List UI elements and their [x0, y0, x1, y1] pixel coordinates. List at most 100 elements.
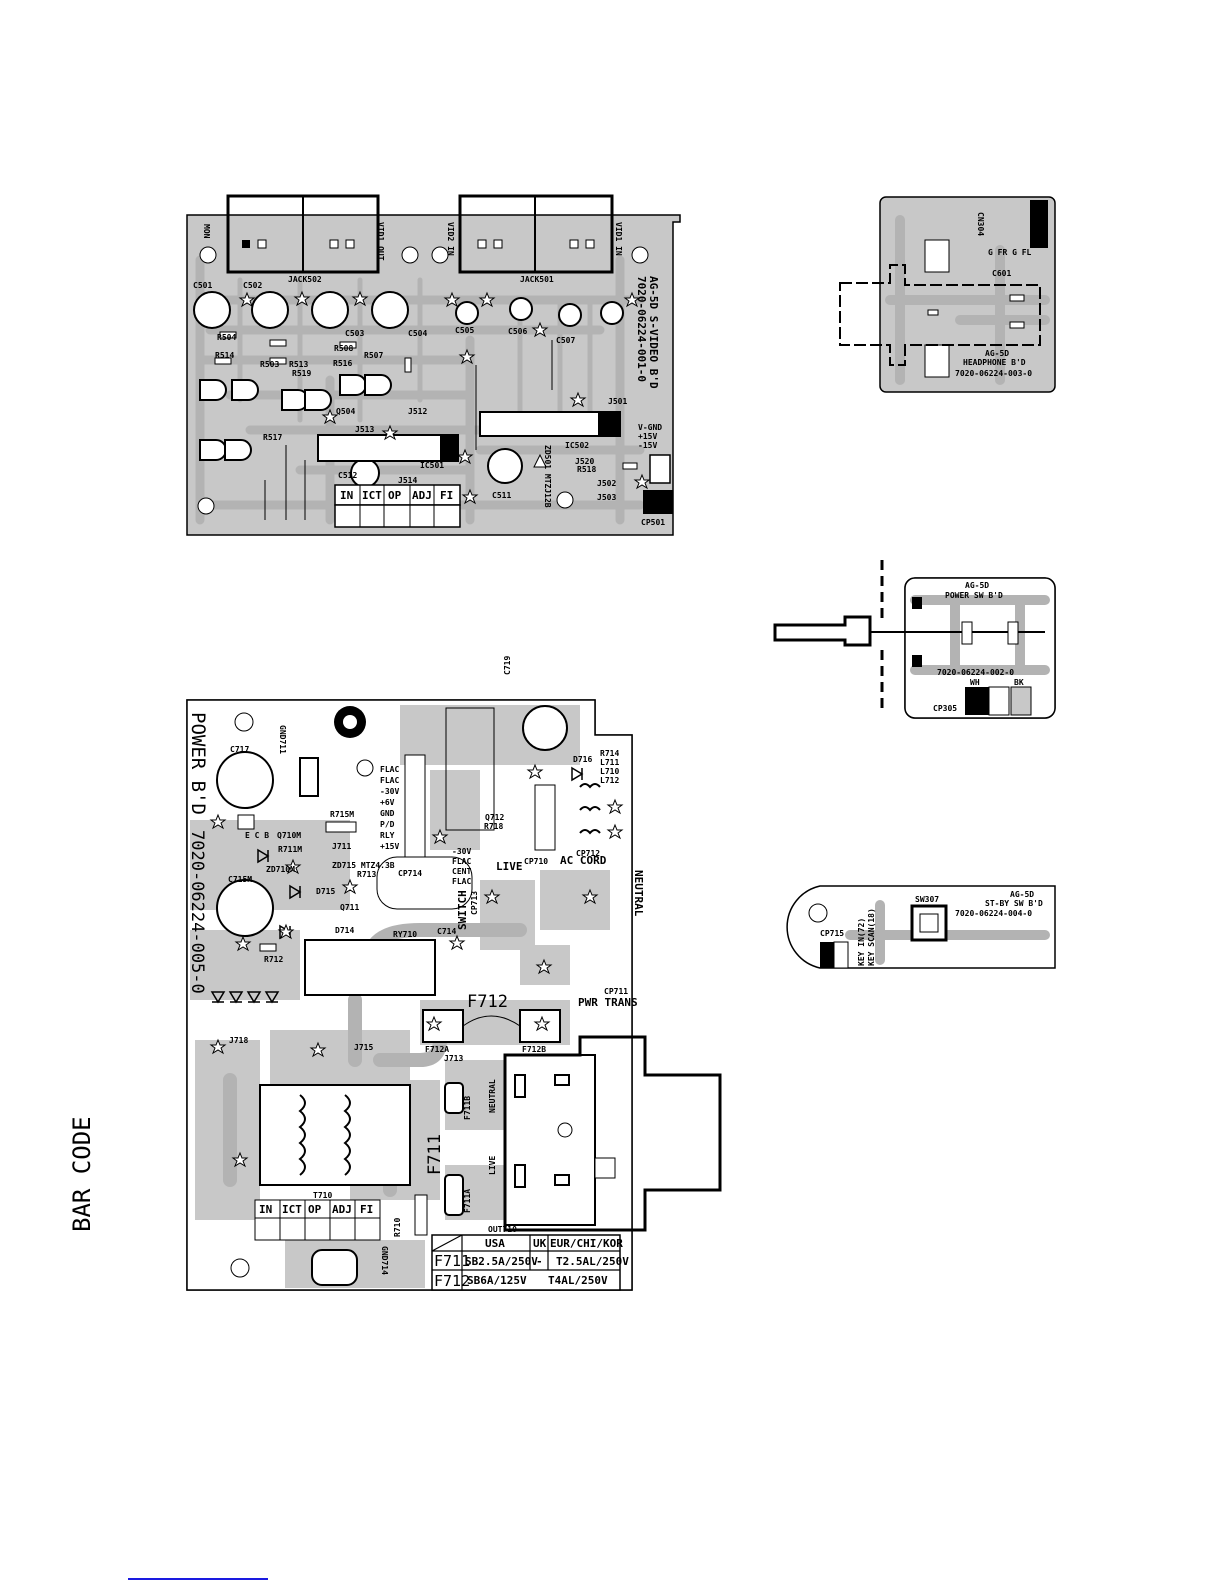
svideo-board-part: 7020-06224-001-0: [635, 276, 648, 382]
ref-label: C505: [455, 326, 474, 335]
signal-label: RLY: [380, 831, 395, 840]
ref-label: R514: [215, 351, 234, 360]
fuse-table-row1-name: F711: [434, 1252, 470, 1270]
test-box-label: IN: [259, 1203, 272, 1216]
signal-label: +15V: [380, 842, 399, 851]
ref-label: Q710M: [277, 831, 301, 840]
ref-label: R517: [263, 433, 282, 442]
svideo-vid2-in-label: VID2 IN: [446, 222, 455, 256]
svideo-cp501-label: CP501: [641, 518, 665, 527]
ref-label: R713: [357, 870, 376, 879]
headphone-board-title: AG-5D: [985, 349, 1009, 358]
ref-label: R712: [264, 955, 283, 964]
ref-label: D715: [316, 887, 335, 896]
standby-subtitle: ST-BY SW B'D: [985, 899, 1043, 908]
power-f711-big: F711: [425, 1134, 445, 1175]
ref-label: R516: [333, 359, 352, 368]
power-board-part: 7020-06224-005-0: [187, 830, 207, 994]
power-r710: R710: [393, 1218, 402, 1237]
ref-label: C512: [338, 471, 357, 480]
fuse-table-row2-name: F712: [434, 1272, 470, 1290]
ref-label: R513: [289, 360, 308, 369]
svideo-jack502-label: JACK502: [288, 275, 322, 284]
ref-label: J512: [408, 407, 427, 416]
ref-label: C717: [230, 745, 249, 754]
power-sw-wire2: BK: [1014, 678, 1024, 687]
standby-board: AG-5D ST-BY SW B'D 7020-06224-004-0 SW30…: [786, 885, 1056, 969]
ref-label: R519: [292, 369, 311, 378]
ref-label: C507: [556, 336, 575, 345]
power-cp712: CP712: [576, 849, 600, 858]
standby-key-scan: KEY SCAN(18): [867, 908, 876, 966]
svideo-minus15-label: -15V: [638, 441, 657, 450]
power-sw-connector: CP305: [933, 704, 957, 713]
power-out710: OUT710: [488, 1225, 517, 1234]
power-sw-part: 7020-06224-002-0: [937, 668, 1014, 677]
test-box-label: IN: [340, 489, 353, 502]
ref-label: J501: [608, 397, 627, 406]
ref-label: C506: [508, 327, 527, 336]
power-sw-subtitle: POWER SW B'D: [945, 591, 1003, 600]
fuse-table-row1-eur: T2.5AL/250V: [556, 1255, 629, 1268]
ref-label: D714: [335, 926, 354, 935]
svideo-vid1-in-label: VID1 IN: [614, 222, 623, 256]
ref-label: J520: [575, 457, 594, 466]
ref-label: ZD715 MTZ4.3B: [332, 861, 395, 870]
signal-label: FLAC: [452, 857, 471, 866]
power-board-title: POWER B'D: [187, 712, 209, 815]
ref-label: Q504: [336, 407, 355, 416]
power-t710: T710: [313, 1191, 332, 1200]
fuse-table-row2-uk-eur: T4AL/250V: [548, 1274, 608, 1287]
ref-label: C719: [503, 656, 512, 675]
test-box-label: ADJ: [412, 489, 432, 502]
svideo-jack501-label: JACK501: [520, 275, 554, 284]
power-gnd714: GND714: [380, 1246, 389, 1275]
power-ry710: RY710: [393, 930, 417, 939]
svideo-ic501-label: IC501: [420, 461, 444, 470]
power-refs: C717 C715M C719 C714 Q710M Q711 Q712 ZD7…: [228, 656, 619, 964]
svideo-board: MON VID1 OUT VID2 IN VID1 IN JACK502 JAC…: [186, 194, 681, 536]
standby-part: 7020-06224-004-0: [955, 909, 1032, 918]
signal-label: CENT: [452, 867, 471, 876]
power-j718: J718: [229, 1036, 248, 1045]
ref-label: Q712: [485, 813, 504, 822]
svideo-refs: C501 C502 C503 C504 C505 C506 C507 C512 …: [193, 281, 627, 502]
power-ac-cord: AC CORD: [560, 854, 607, 867]
ref-label: D716: [573, 755, 592, 764]
power-pwr-trans: PWR TRANS: [578, 996, 638, 1009]
headphone-board-subtitle: HEADPHONE B'D: [963, 358, 1026, 367]
headphone-pins-label: G FR G FL: [988, 248, 1032, 257]
power-f712b: F712B: [522, 1045, 546, 1054]
power-socket-live: LIVE: [488, 1156, 497, 1175]
ref-label: R503: [260, 360, 279, 369]
ref-label: R518: [577, 465, 596, 474]
test-box-label: FI: [440, 489, 453, 502]
fuse-table-header-uk: UK: [533, 1237, 547, 1250]
test-box-label: OP: [308, 1203, 322, 1216]
headphone-board-part: 7020-06224-003-0: [955, 369, 1032, 378]
ref-label: R715M: [330, 810, 354, 819]
ref-label: R508: [334, 344, 353, 353]
standby-sw307: SW307: [915, 895, 939, 904]
test-box-label: ICT: [282, 1203, 302, 1216]
power-live: LIVE: [496, 860, 523, 873]
signal-label: GND: [380, 809, 395, 818]
ref-label: L711: [600, 758, 619, 767]
power-f712-big: F712: [467, 992, 508, 1012]
power-cp713: CP713: [470, 891, 479, 915]
standby-cp715: CP715: [820, 929, 844, 938]
ref-label: R714: [600, 749, 619, 758]
ref-label: J502: [597, 479, 616, 488]
power-sw-wire1: WH: [970, 678, 980, 687]
ref-label: C503: [345, 329, 364, 338]
ref-label: C504: [408, 329, 427, 338]
footer-link-underline[interactable]: [128, 1578, 268, 1580]
svideo-zener-label: ZD501 MTZJ12B: [543, 445, 552, 508]
svideo-ic502-label: IC502: [565, 441, 589, 450]
power-j715: J715: [354, 1043, 373, 1052]
svideo-test-boxes: IN ICT OP ADJ FI: [340, 485, 453, 527]
ref-label: J711: [332, 842, 351, 851]
ref-label: J503: [597, 493, 616, 502]
ref-label: C511: [492, 491, 511, 500]
